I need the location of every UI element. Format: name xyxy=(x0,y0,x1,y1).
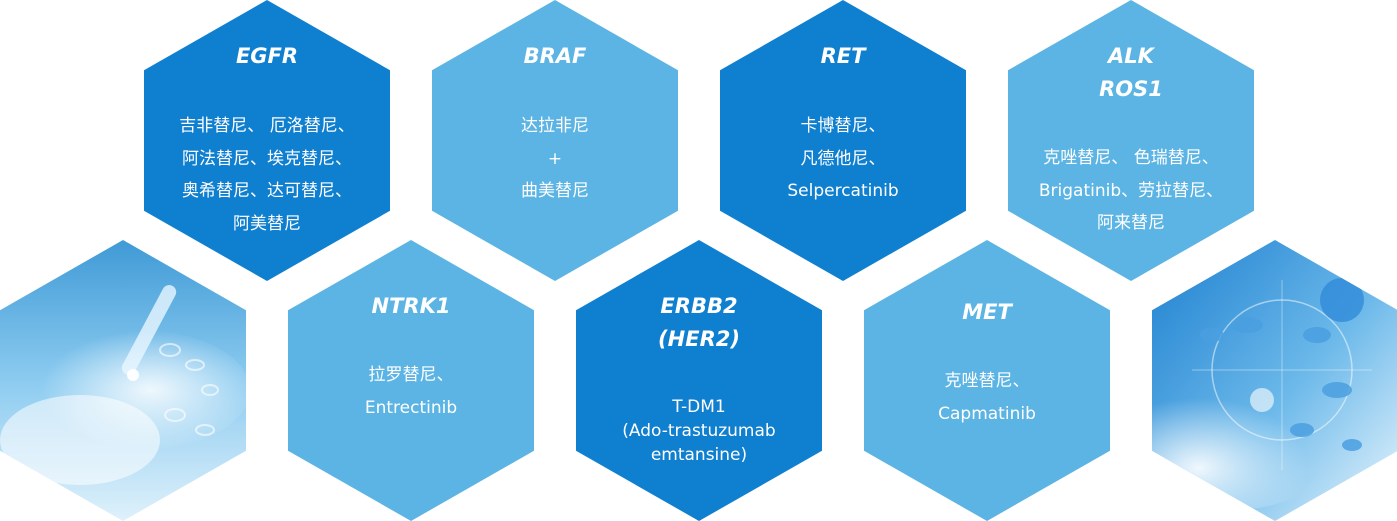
pipette-lab-image xyxy=(0,240,246,521)
hex-met-drugs: 克唑替尼、 Capmatinib xyxy=(938,371,1036,424)
hex-ret-title: RET xyxy=(820,44,866,68)
hex-alk-ros1-title: ALK ROS1 xyxy=(1099,44,1163,101)
hex-ntrk1-title: NTRK1 xyxy=(371,294,451,318)
hex-braf-title: BRAF xyxy=(523,44,587,68)
hex-ntrk1: NTRK1 拉罗替尼、 Entrectinib xyxy=(288,240,534,521)
hex-erbb2-drugs: T-DM1 (Ado-trastuzumab emtansine) xyxy=(622,397,776,465)
hex-braf: BRAF 达拉非尼 + 曲美替尼 xyxy=(432,0,678,281)
hex-erbb2: ERBB2 (HER2) T-DM1 (Ado-trastuzumab emta… xyxy=(576,240,822,521)
hex-met: MET 克唑替尼、 Capmatinib xyxy=(864,240,1110,521)
hex-egfr-title: EGFR xyxy=(235,44,299,68)
hex-alk-ros1: ALK ROS1 克唑替尼、 色瑞替尼、 Brigatinib、劳拉替尼、 阿来… xyxy=(1008,0,1254,281)
cells-microscope-image xyxy=(1152,240,1397,521)
hex-egfr-drugs: 吉非替尼、 厄洛替尼、 阿法替尼、埃克替尼、 奥希替尼、达可替尼、 阿美替尼 xyxy=(179,116,355,234)
hex-egfr: EGFR 吉非替尼、 厄洛替尼、 阿法替尼、埃克替尼、 奥希替尼、达可替尼、 阿… xyxy=(144,0,390,281)
hex-ret: RET 卡博替尼、 凡德他尼、 Selpercatinib xyxy=(720,0,966,281)
hex-braf-drugs: 达拉非尼 + 曲美替尼 xyxy=(521,116,589,201)
hex-ntrk1-drugs: 拉罗替尼、 Entrectinib xyxy=(364,365,458,418)
hex-ret-drugs: 卡博替尼、 凡德他尼、 Selpercatinib xyxy=(787,116,899,201)
hex-alk-ros1-drugs: 克唑替尼、 色瑞替尼、 Brigatinib、劳拉替尼、 阿来替尼 xyxy=(1038,148,1224,233)
hex-erbb2-title: ERBB2 (HER2) xyxy=(658,294,740,351)
hex-met-title: MET xyxy=(962,300,1012,324)
